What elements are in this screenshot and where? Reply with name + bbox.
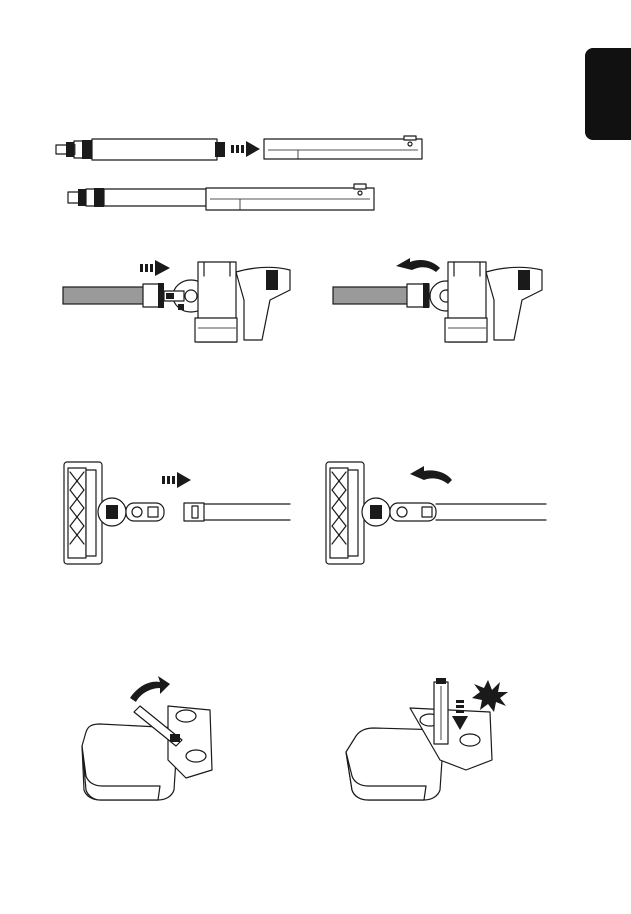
long-tube — [264, 136, 422, 159]
figure-extension-tube-assembly — [56, 136, 422, 210]
arrow-push-right-icon — [140, 260, 170, 276]
arrow-rotate-left-icon — [396, 258, 440, 272]
figure-stand-fold-out — [82, 676, 212, 800]
figure-stand-insert-click — [346, 678, 508, 800]
figure-floor-brush-rotate — [326, 462, 546, 564]
figure-attach-tube-rotate — [333, 258, 542, 342]
assembled-tube — [68, 184, 374, 210]
click-burst-icon — [472, 680, 508, 712]
figure-attach-tube-push — [63, 260, 290, 342]
arrow-push-right-icon — [162, 472, 191, 488]
arrow-fold-up-icon — [130, 676, 170, 702]
arrow-rotate-left-icon — [410, 466, 452, 484]
figure-floor-brush-push — [64, 462, 290, 564]
short-tube-with-connector — [56, 139, 225, 160]
arrow-insert-icon — [231, 141, 260, 157]
